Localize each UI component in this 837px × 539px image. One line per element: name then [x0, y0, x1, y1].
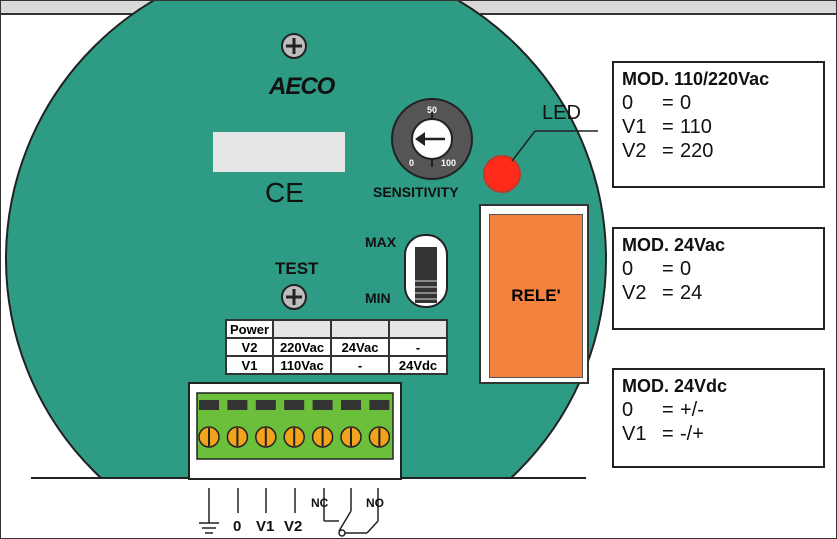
- switch-min-label: MIN: [365, 290, 391, 306]
- terminal-slot: [341, 400, 361, 410]
- model-row: V2=24: [622, 282, 703, 304]
- model-row: V2=220: [622, 140, 714, 162]
- dial-tick-mid: 50: [427, 105, 438, 115]
- power-cell: 110Vac: [272, 355, 333, 375]
- terminal-slot: [255, 400, 276, 410]
- power-row-label: V1: [224, 355, 275, 375]
- model-value: -/+: [680, 423, 704, 445]
- power-cell: -: [330, 355, 391, 375]
- terminal-slot: [284, 400, 305, 410]
- power-header-cell: Power: [224, 319, 275, 339]
- model-box-24vac: MOD. 24Vac 0=0 V2=24: [612, 227, 825, 330]
- led-label: LED: [542, 102, 581, 124]
- model-value: 0: [680, 92, 692, 114]
- model-title: MOD. 24Vac: [622, 235, 726, 255]
- power-table: Power V2 220Vac 24Vac - V1 110Vac - 24Vd…: [224, 319, 449, 375]
- model-value: +/-: [680, 399, 704, 421]
- ce-mark: CE: [265, 177, 304, 208]
- model-key: V1: [622, 423, 647, 445]
- model-value: 220: [680, 140, 714, 162]
- power-blank-cell: [272, 319, 333, 339]
- dial-tick-max: 100: [441, 158, 457, 168]
- model-title: MOD. 24Vdc: [622, 376, 728, 396]
- model-box-110-220vac: MOD. 110/220Vac 0=0 V1=110 V2=220: [612, 61, 825, 188]
- power-cell: 24Vdc: [388, 355, 449, 375]
- power-cell: 220Vac: [272, 337, 333, 357]
- terminal-slot: [312, 400, 333, 410]
- terminal-label-nc: NC: [311, 496, 329, 510]
- relay-label: RELE': [511, 286, 561, 305]
- model-row: 0=0: [622, 92, 692, 114]
- model-row: V1=110: [622, 116, 712, 138]
- power-cell: -: [388, 337, 449, 357]
- terminal-slot: [369, 400, 390, 410]
- power-table-row: V2 220Vac 24Vac -: [224, 337, 449, 357]
- power-cell: 24Vac: [330, 337, 391, 357]
- terminal-slot: [199, 400, 219, 410]
- terminal-block: [188, 382, 402, 480]
- terminal-label-v2: V2: [284, 518, 303, 535]
- label-plate: [213, 132, 345, 172]
- power-row-label: V2: [224, 337, 275, 357]
- power-table-row: V1 110Vac - 24Vdc: [224, 355, 449, 375]
- model-row: 0=0: [622, 258, 692, 280]
- test-label: TEST: [275, 259, 319, 278]
- max-min-switch: [404, 234, 448, 308]
- model-value: 110: [680, 116, 712, 138]
- power-blank-cell: [330, 319, 391, 339]
- terminal-label-v1: V1: [256, 518, 275, 535]
- model-key: V2: [622, 140, 647, 162]
- dial-tick-min: 0: [409, 158, 415, 168]
- model-box-24vdc: MOD. 24Vdc 0=+/- V1=-/+: [612, 368, 825, 468]
- model-title: MOD. 110/220Vac: [622, 69, 770, 89]
- relay-housing: RELE': [479, 204, 589, 384]
- model-key: 0: [622, 258, 634, 280]
- relay-block: RELE': [489, 214, 583, 378]
- test-screw: [281, 284, 307, 310]
- model-key: 0: [622, 399, 634, 421]
- sensitivity-label: SENSITIVITY: [373, 184, 459, 200]
- model-key: 0: [622, 92, 634, 114]
- led-indicator: [483, 155, 521, 193]
- power-blank-cell: [388, 319, 449, 339]
- top-screw: [281, 33, 307, 59]
- model-key: V1: [622, 116, 647, 138]
- brand-logo: AECO: [269, 73, 335, 100]
- terminal-slot: [227, 400, 248, 410]
- model-value: 0: [680, 258, 692, 280]
- model-row: V1=-/+: [622, 423, 704, 445]
- terminal-label-0: 0: [233, 518, 242, 535]
- switch-max-label: MAX: [365, 234, 397, 250]
- terminal-wiring: [199, 488, 379, 537]
- terminal-label-no: NO: [366, 496, 384, 510]
- model-value: 24: [680, 282, 703, 304]
- sensitivity-dial: [391, 98, 473, 180]
- model-key: V2: [622, 282, 647, 304]
- model-row: 0=+/-: [622, 399, 704, 421]
- power-table-header-row: Power: [224, 319, 449, 339]
